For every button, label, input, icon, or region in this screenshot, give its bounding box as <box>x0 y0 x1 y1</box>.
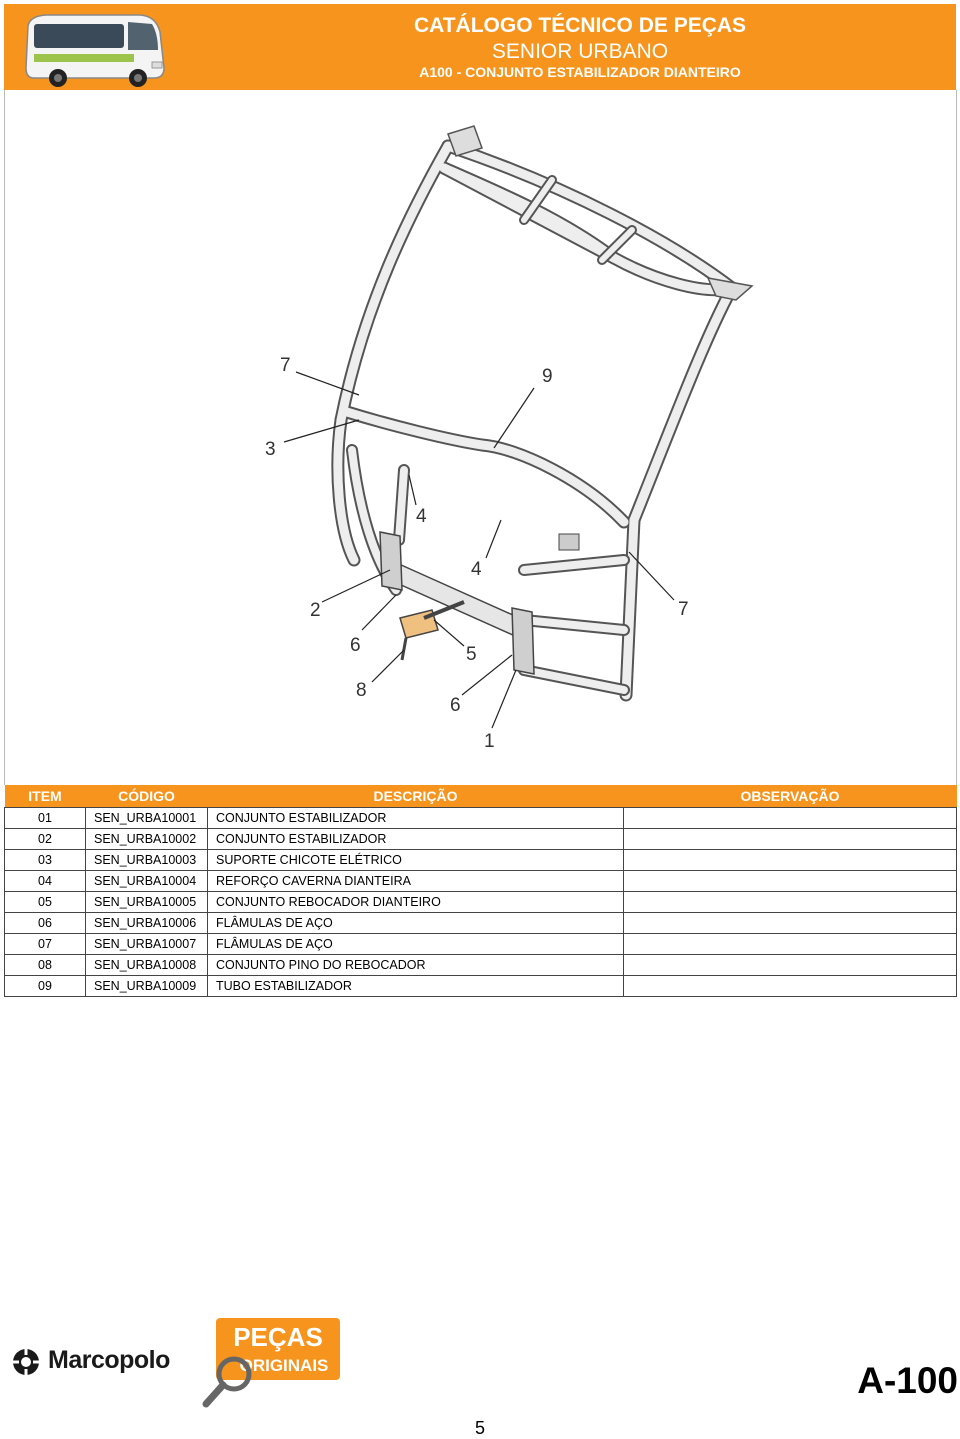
callout-label: 8 <box>356 680 367 701</box>
marcopolo-logo-icon <box>13 1349 39 1375</box>
table-row: 02 SEN_URBA10002 CONJUNTO ESTABILIZADOR <box>4 828 957 850</box>
table-row: 05 SEN_URBA10005 CONJUNTO REBOCADOR DIAN… <box>4 891 957 913</box>
table-row: 01 SEN_URBA10001 CONJUNTO ESTABILIZADOR <box>4 807 957 829</box>
description-cell: CONJUNTO REBOCADOR DIANTEIRO <box>207 891 624 913</box>
code-cell: SEN_URBA10004 <box>85 870 208 892</box>
item-cell: 08 <box>4 954 86 976</box>
observation-cell <box>623 807 957 829</box>
code-cell: SEN_URBA10005 <box>85 891 208 913</box>
description-cell: SUPORTE CHICOTE ELÉTRICO <box>207 849 624 871</box>
table-row: 08 SEN_URBA10008 CONJUNTO PINO DO REBOCA… <box>4 954 957 976</box>
leader-lines <box>283 371 675 729</box>
callout-label: 7 <box>280 355 291 376</box>
observation-cell <box>623 849 957 871</box>
table-row: 04 SEN_URBA10004 REFORÇO CAVERNA DIANTEI… <box>4 870 957 892</box>
item-cell: 05 <box>4 891 86 913</box>
description-cell: FLÂMULAS DE AÇO <box>207 933 624 955</box>
observation-cell <box>623 954 957 976</box>
description-cell: TUBO ESTABILIZADOR <box>207 975 624 997</box>
description-cell: CONJUNTO ESTABILIZADOR <box>207 807 624 829</box>
column-header-description: DESCRIÇÃO <box>207 785 624 808</box>
code-cell: SEN_URBA10001 <box>85 807 208 829</box>
parts-table: ITEM CÓDIGO DESCRIÇÃO OBSERVAÇÃO 01 SEN_… <box>4 785 957 997</box>
observation-cell <box>623 933 957 955</box>
badge-line-2: ORIGINAIS <box>240 1356 329 1375</box>
callout-label: 3 <box>265 439 276 460</box>
callout-label: 4 <box>416 506 427 527</box>
description-cell: FLÂMULAS DE AÇO <box>207 912 624 934</box>
badge-line-1: PEÇAS <box>233 1322 323 1352</box>
description-cell: REFORÇO CAVERNA DIANTEIRA <box>207 870 624 892</box>
column-header-item: ITEM <box>4 785 86 808</box>
bus-illustration <box>25 14 165 87</box>
table-row: 06 SEN_URBA10006 FLÂMULAS DE AÇO <box>4 912 957 934</box>
header-bar <box>4 4 956 90</box>
observation-cell <box>623 891 957 913</box>
description-cell: CONJUNTO ESTABILIZADOR <box>207 828 624 850</box>
code-cell: SEN_URBA10008 <box>85 954 208 976</box>
page-number: 5 <box>474 1418 485 1438</box>
exploded-view-drawing: 7 9 3 4 4 2 7 6 5 8 6 1 <box>265 125 754 752</box>
item-cell: 01 <box>4 807 86 829</box>
code-cell: SEN_URBA10009 <box>85 975 208 997</box>
callout-label: 2 <box>310 600 321 621</box>
callout-label: 4 <box>471 559 482 580</box>
column-header-observation: OBSERVAÇÃO <box>623 785 957 808</box>
catalog-title: CATÁLOGO TÉCNICO DE PEÇAS <box>413 14 747 37</box>
sheet-code: A-100 <box>857 1360 958 1401</box>
observation-cell <box>623 870 957 892</box>
code-cell: SEN_URBA10006 <box>85 912 208 934</box>
right-corner-plate <box>706 277 754 301</box>
assembly-title: A100 - CONJUNTO ESTABILIZADOR DIANTEIRO <box>419 64 741 80</box>
item-cell: 06 <box>4 912 86 934</box>
callout-label: 7 <box>678 599 689 620</box>
callout-label: 5 <box>466 644 477 665</box>
callout-label: 6 <box>450 695 461 716</box>
code-cell: SEN_URBA10007 <box>85 933 208 955</box>
pecas-originais-logo: PEÇAS ORIGINAIS <box>202 1318 340 1408</box>
description-cell: CONJUNTO PINO DO REBOCADOR <box>207 954 624 976</box>
stabilizer-beam <box>379 531 580 675</box>
callout-label: 6 <box>350 635 361 656</box>
code-cell: SEN_URBA10002 <box>85 828 208 850</box>
drawing-frame <box>4 90 957 785</box>
item-cell: 07 <box>4 933 86 955</box>
observation-cell <box>623 975 957 997</box>
column-header-code: CÓDIGO <box>85 785 208 808</box>
table-row: 07 SEN_URBA10007 FLÂMULAS DE AÇO <box>4 933 957 955</box>
tow-hook <box>399 600 465 661</box>
table-header-row: ITEM CÓDIGO DESCRIÇÃO OBSERVAÇÃO <box>4 785 957 808</box>
observation-cell <box>623 828 957 850</box>
item-cell: 03 <box>4 849 86 871</box>
windshield-frame-inner <box>333 141 737 700</box>
table-row: 09 SEN_URBA10009 TUBO ESTABILIZADOR <box>4 975 957 997</box>
observation-cell <box>623 912 957 934</box>
table-row: 03 SEN_URBA10003 SUPORTE CHICOTE ELÉTRIC… <box>4 849 957 871</box>
item-cell: 02 <box>4 828 86 850</box>
item-cell: 04 <box>4 870 86 892</box>
model-name: SENIOR URBANO <box>491 40 669 63</box>
callout-label: 9 <box>542 366 553 387</box>
code-cell: SEN_URBA10003 <box>85 849 208 871</box>
marcopolo-brand: Marcopolo <box>48 1346 170 1374</box>
left-corner-plate <box>447 125 483 157</box>
callout-label: 1 <box>484 731 495 752</box>
item-cell: 09 <box>4 975 86 997</box>
